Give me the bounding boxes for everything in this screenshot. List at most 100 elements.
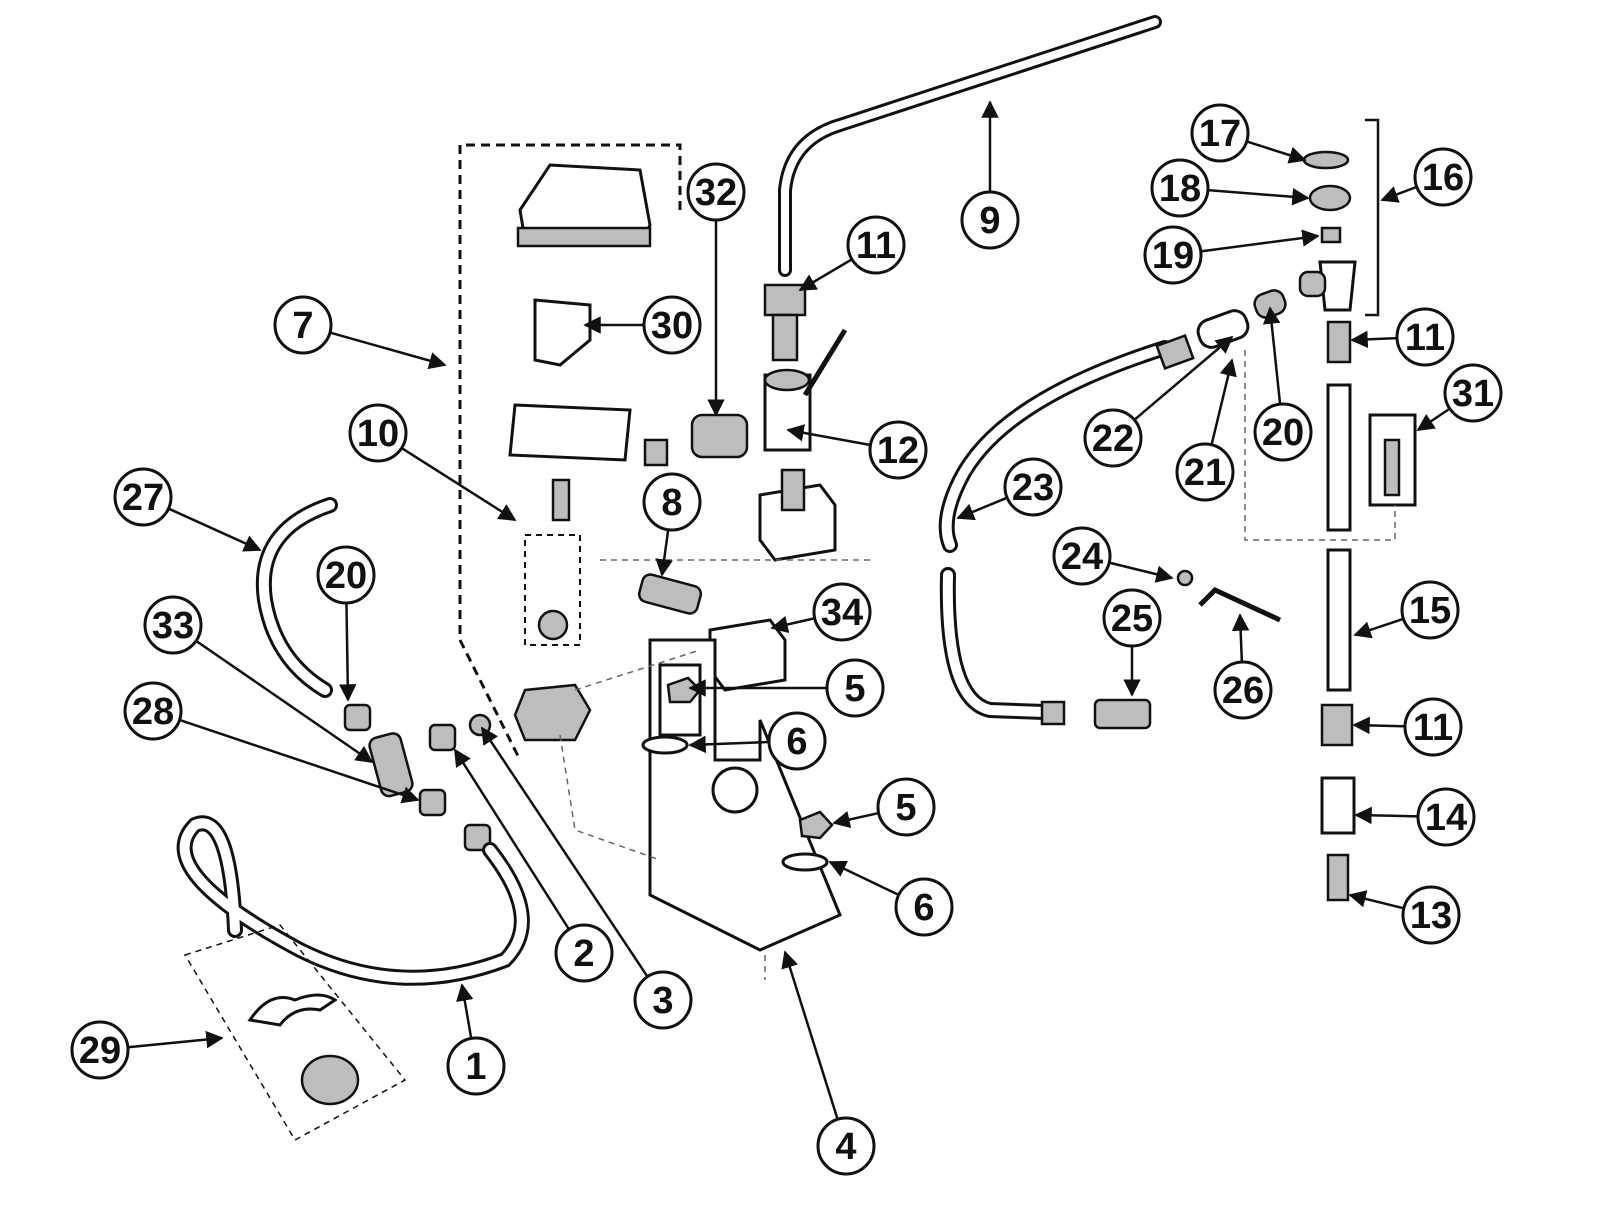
leader-arrow <box>1354 806 1419 825</box>
gasket-part <box>508 403 632 462</box>
callout-number: 11 <box>1413 707 1453 749</box>
leader-arrow <box>1380 185 1418 203</box>
leader-arrow <box>1207 188 1310 206</box>
leader-arrow <box>786 424 871 447</box>
callout-5: 5 <box>688 658 885 718</box>
callout-32: 32 <box>686 162 746 417</box>
callout-bubble <box>123 681 183 741</box>
callout-number: 29 <box>79 1030 121 1072</box>
callout-11: 11 <box>1352 697 1463 757</box>
callout-number: 13 <box>1410 895 1452 937</box>
leader-arrow <box>1200 229 1320 253</box>
adapter-part <box>1093 698 1152 730</box>
clamp-kit-box <box>183 924 407 1142</box>
fitting-part <box>763 283 807 317</box>
callout-bubble <box>846 215 906 275</box>
callout-number: 33 <box>152 605 194 647</box>
callout-bubble <box>1403 697 1463 757</box>
callout-number: 15 <box>1409 590 1451 632</box>
callout-bubble <box>1253 402 1313 462</box>
callout-number: 17 <box>1199 113 1241 155</box>
callout-number: 24 <box>1061 536 1103 578</box>
callout-3: 3 <box>480 726 693 1030</box>
callout-4: 4 <box>781 950 876 1176</box>
leader-arrow <box>453 748 571 931</box>
callout-number: 16 <box>1422 157 1464 199</box>
washer-part <box>641 735 689 755</box>
leader-arrow <box>1348 890 1405 910</box>
callout-number: 2 <box>573 933 594 975</box>
callout-bubble <box>1190 103 1250 163</box>
leader-arrow <box>1353 617 1404 639</box>
callout-number: 10 <box>357 413 399 455</box>
callout-bubble <box>876 777 936 837</box>
solenoid-part <box>533 298 592 367</box>
callout-25: 25 <box>1102 588 1162 697</box>
callout-bubble <box>1400 580 1460 640</box>
leader-arrow <box>1246 140 1307 164</box>
callout-bubble <box>633 970 693 1030</box>
callout-number: 21 <box>1184 452 1226 494</box>
callout-21: 21 <box>1175 358 1237 502</box>
callout-number: 20 <box>325 555 367 597</box>
callout-bubble <box>686 162 746 222</box>
callout-number: 12 <box>877 430 919 472</box>
callout-13: 13 <box>1348 885 1461 945</box>
block-part <box>758 483 837 562</box>
fitting-part <box>1326 320 1352 364</box>
callout-number: 11 <box>856 225 896 267</box>
leader-arrow <box>1352 716 1406 735</box>
callout-bubble <box>642 295 702 355</box>
callout-number: 19 <box>1152 235 1194 277</box>
callout-bubble <box>1416 787 1476 847</box>
callout-bubble <box>960 190 1020 250</box>
callout-number: 26 <box>1222 670 1264 712</box>
callout-bubble <box>894 877 954 937</box>
callout-bubble <box>1401 885 1461 945</box>
callout-2: 2 <box>453 748 614 983</box>
leader-arrow <box>1210 358 1237 446</box>
callout-20: 20 <box>316 545 376 702</box>
callout-number: 5 <box>844 668 865 710</box>
leader-arrow <box>688 735 770 754</box>
callout-bubble <box>1143 225 1203 285</box>
callout-bubble <box>446 1036 506 1096</box>
callout-18: 18 <box>1150 158 1310 218</box>
leader-arrow <box>167 507 262 552</box>
callout-bubble <box>113 467 173 527</box>
callout-bubble <box>1213 660 1273 720</box>
callout-23: 23 <box>956 457 1063 521</box>
callout-number: 6 <box>786 721 807 763</box>
callout-31: 31 <box>1416 363 1503 432</box>
leader-arrow <box>781 950 839 1120</box>
kit-box <box>524 534 581 646</box>
callout-bubble <box>554 923 614 983</box>
callout-11: 11 <box>798 215 906 292</box>
callout-bubble <box>1413 147 1473 207</box>
pipe-part <box>1326 383 1352 532</box>
callout-20: 20 <box>1253 306 1313 462</box>
leader-arrow <box>338 602 357 702</box>
callout-34: 34 <box>770 582 872 642</box>
callout-bubble <box>1083 408 1143 468</box>
callout-29: 29 <box>70 1020 224 1080</box>
callout-bubble <box>767 711 827 771</box>
leader-arrow <box>127 1030 224 1049</box>
callout-6: 6 <box>688 711 827 771</box>
leader-arrow <box>480 726 649 978</box>
callout-24: 24 <box>1052 526 1174 586</box>
leader-arrow <box>329 331 447 370</box>
leader-arrow <box>828 860 900 897</box>
leader-arrow <box>798 258 853 292</box>
callout-number: 1 <box>465 1046 486 1088</box>
leader-arrow <box>1108 561 1174 583</box>
callout-number: 27 <box>122 477 164 519</box>
knob-part <box>300 1054 360 1106</box>
callout-number: 25 <box>1111 598 1153 640</box>
callout-bubble <box>1052 526 1112 586</box>
callout-bubble <box>143 595 203 655</box>
callout-26: 26 <box>1213 613 1273 720</box>
callout-7: 7 <box>273 295 447 370</box>
callout-28: 28 <box>123 681 420 804</box>
